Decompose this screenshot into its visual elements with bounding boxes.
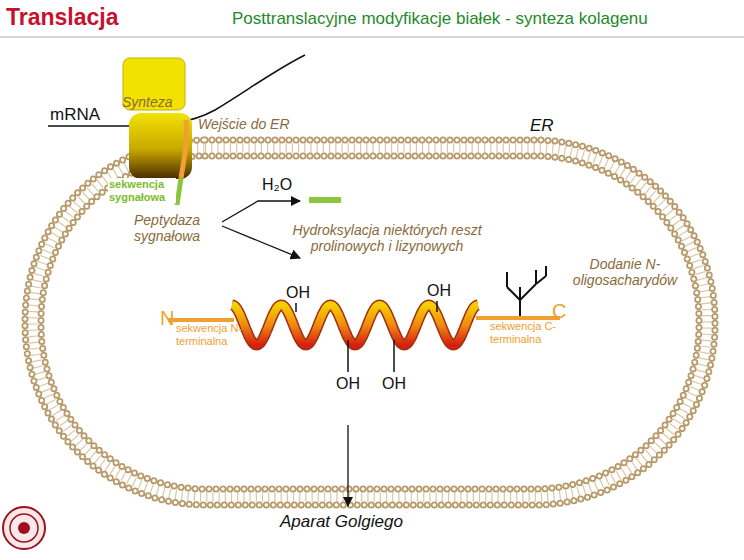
c-terminal-chain: [476, 316, 560, 320]
collagen-helix: [232, 305, 478, 345]
nascent-chain: [181, 120, 187, 178]
hydroxylation-label: Hydroksylacja niektórych reszt prolinowy…: [292, 222, 482, 254]
process-arrow: [222, 226, 300, 258]
oligosaccharide: [507, 266, 546, 316]
water-label: H₂O: [262, 176, 292, 194]
hydroxyl-group: OH: [336, 375, 360, 393]
er-label: ER: [530, 116, 554, 136]
membrane-tails: [33, 148, 707, 497]
helix-ribbon: [232, 305, 478, 345]
membrane-outer: [25, 140, 715, 505]
synthesis-label: Synteza: [122, 94, 173, 110]
mrna-label: mRNA: [50, 105, 100, 125]
signal-sequence: [177, 178, 181, 205]
cleaved-signal: [309, 197, 341, 203]
cleavage-arrow: [222, 201, 300, 222]
golgi-arrow: [347, 425, 348, 506]
hydroxyl-group: OH: [427, 282, 451, 300]
ribosome-large: [123, 58, 185, 110]
page-subtitle: Posttranslacyjne modyfikacje białek - sy…: [232, 9, 648, 29]
golgi-label: Aparat Golgiego: [280, 512, 403, 532]
c-terminal-label: sekwencja C-terminalna: [490, 320, 562, 345]
helix-shadow: [232, 305, 478, 345]
hydroxyl-group: OH: [382, 375, 406, 393]
peptidase-label: Peptydaza sygnałowa: [134, 212, 224, 244]
university-seal: [3, 507, 45, 549]
glycosylation-label: Dodanie N-oligosacharydów: [566, 256, 684, 288]
n-terminus: N: [160, 307, 174, 330]
signal-sequence-label: sekwencja sygnałowa: [108, 178, 176, 203]
header-rule: [0, 37, 744, 38]
n-terminal-label: sekwencja N-terminalna: [176, 322, 246, 347]
hydroxyl-group: OH: [286, 284, 310, 302]
c-terminus: C: [552, 300, 566, 323]
ribosome-small: [129, 113, 192, 179]
n-terminal-chain: [168, 318, 234, 322]
membrane-inner: [41, 156, 699, 489]
page-title: Translacja: [6, 4, 119, 30]
er-entry-label: Wejście do ER: [198, 116, 290, 132]
